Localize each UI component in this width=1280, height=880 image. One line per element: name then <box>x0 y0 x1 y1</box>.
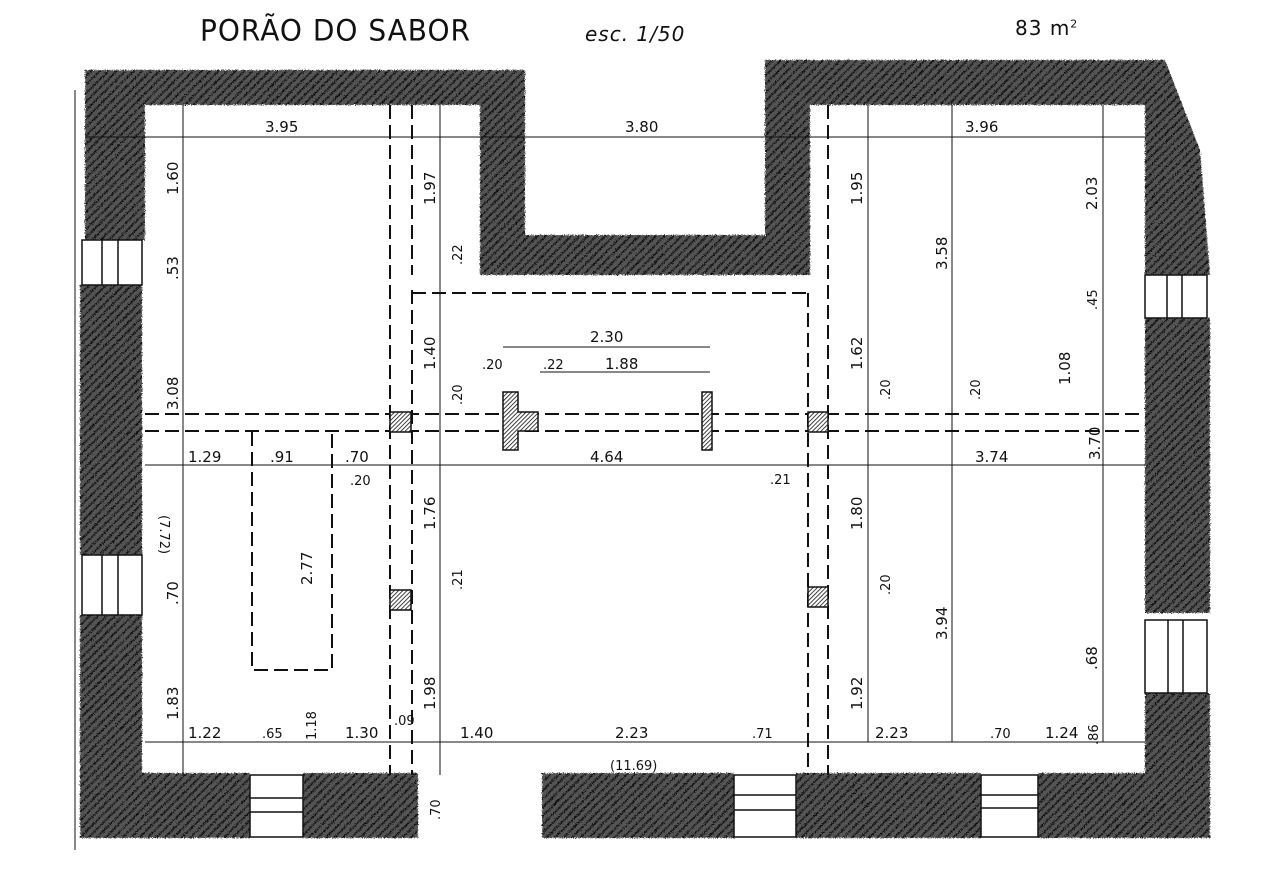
dim-rr-2: 2.03 <box>1083 177 1101 210</box>
dim-bottom-total: (11.69) <box>610 759 657 774</box>
wall-right-mid <box>1145 318 1210 613</box>
window-bottom-1 <box>249 774 304 838</box>
plan-area: 83 m2 <box>1015 16 1078 40</box>
dim-rr-4: 1.08 <box>1056 352 1074 385</box>
dim-bottom-f: 2.23 <box>615 724 648 742</box>
dim-counter-below: 1.18 <box>305 711 320 740</box>
dim-rc-3: .20 <box>879 379 894 400</box>
dim-rr-vtotal: 3.70 <box>1086 427 1104 460</box>
dimension-labels: 3.95 3.80 3.96 1.60 .53 3.08 (7.72) .70 … <box>156 118 1104 820</box>
dim-rr-3: .45 <box>1086 289 1101 310</box>
dim-counter-height: 2.77 <box>298 552 316 585</box>
wall-bottom-3 <box>542 773 734 838</box>
dim-center-c: 1.88 <box>605 355 638 373</box>
column-wall-right <box>701 391 713 451</box>
dim-lh-b: .91 <box>270 448 294 466</box>
dim-bottom-c: 1.30 <box>345 724 378 742</box>
dim-left-3: 3.08 <box>164 377 182 410</box>
dim-col2-8: .70 <box>429 799 444 820</box>
column-4 <box>807 586 829 608</box>
area-exponent: 2 <box>1070 17 1079 31</box>
window-bottom-2 <box>733 774 797 838</box>
dim-center-b: .22 <box>543 358 564 373</box>
dim-col2-7: 1.98 <box>421 677 439 710</box>
dim-rc-5: .20 <box>879 574 894 595</box>
window-left-top <box>81 239 143 286</box>
dimension-lines <box>74 90 1145 850</box>
dim-bottom-i: .70 <box>990 727 1011 742</box>
dim-col2-1: 1.97 <box>421 172 439 205</box>
column-2 <box>807 411 829 433</box>
columns <box>389 391 829 611</box>
area-unit: m <box>1049 16 1071 40</box>
wall-bottom-left <box>80 773 250 838</box>
dim-center-gap: .21 <box>770 473 791 488</box>
wall-bottom-2 <box>303 773 418 838</box>
dim-lh-d: .20 <box>350 474 371 489</box>
dim-bottom-j: 1.24 <box>1045 724 1078 742</box>
dim-rr-7: .68 <box>1083 646 1101 670</box>
column-t <box>502 391 539 451</box>
plan-scale: esc. 1/50 <box>585 22 686 46</box>
dim-left-2: .53 <box>164 256 182 280</box>
dim-bottom-h: 2.23 <box>875 724 908 742</box>
dim-col2-2: .22 <box>451 244 466 265</box>
dim-col2-3: 1.40 <box>421 337 439 370</box>
dim-rr-6: 3.94 <box>933 607 951 640</box>
dim-top-middle: 3.80 <box>625 118 658 136</box>
dim-top-left: 3.95 <box>265 118 298 136</box>
window-right-top <box>1144 274 1208 319</box>
dim-rc-6: 1.92 <box>848 677 866 710</box>
window-right-mid <box>1144 619 1208 694</box>
dim-col2-6: .21 <box>451 569 466 590</box>
wall-top-left <box>85 70 520 240</box>
wall-left-mid <box>80 285 142 555</box>
dim-top-right: 3.96 <box>965 118 998 136</box>
dashed-beams <box>145 105 1145 775</box>
dim-rr-5: .20 <box>969 379 984 400</box>
dim-lh-a: 1.29 <box>188 448 221 466</box>
wall-bottom-4 <box>796 773 981 838</box>
wall-courtyard <box>480 70 810 275</box>
dim-bottom-a: 1.22 <box>188 724 221 742</box>
dim-rr-span: 3.74 <box>975 448 1008 466</box>
area-value: 83 <box>1015 16 1043 40</box>
plan-title: PORÃO DO SABOR <box>200 13 472 48</box>
dim-center-a: .20 <box>482 358 503 373</box>
wall-top-right <box>765 60 1210 275</box>
window-bottom-3 <box>980 774 1039 838</box>
dim-bottom-d: .09 <box>394 714 415 729</box>
dim-rc-1: 1.95 <box>848 172 866 205</box>
dim-center-overall: 2.30 <box>590 328 623 346</box>
dim-rr-1: 3.58 <box>933 237 951 270</box>
column-3 <box>389 589 412 611</box>
dim-bottom-e: 1.40 <box>460 724 493 742</box>
dim-rr-8: .86 <box>1087 724 1102 745</box>
dim-col2-5: 1.76 <box>421 497 439 530</box>
dim-left-6: 1.83 <box>164 687 182 720</box>
dim-col2-4: .20 <box>451 384 466 405</box>
dim-lh-c: .70 <box>345 448 369 466</box>
exterior-walls <box>80 60 1210 838</box>
windows <box>81 239 1208 838</box>
dim-bottom-b: .65 <box>262 727 283 742</box>
counter-outline <box>251 432 333 671</box>
window-left-mid <box>81 554 143 616</box>
dim-left-5: .70 <box>164 581 182 605</box>
dim-left-1: 1.60 <box>164 162 182 195</box>
column-1 <box>389 411 412 433</box>
dim-bottom-g: .71 <box>752 727 773 742</box>
wall-bottom-5 <box>1038 773 1158 838</box>
dim-center-span: 4.64 <box>590 448 623 466</box>
dim-rc-4: 1.80 <box>848 497 866 530</box>
dim-left-4: (7.72) <box>156 515 171 554</box>
dim-rc-2: 1.62 <box>848 337 866 370</box>
